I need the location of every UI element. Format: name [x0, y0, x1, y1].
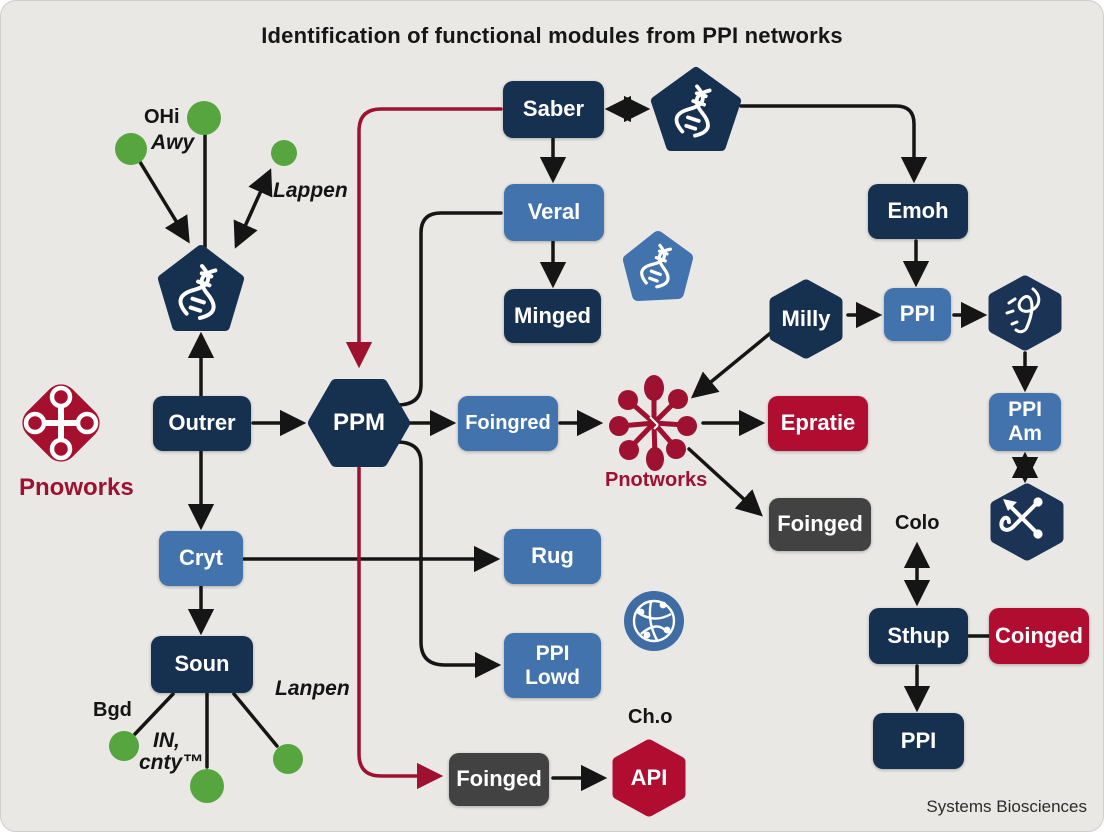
protein-dot-6 — [273, 744, 303, 774]
node-saber: Saber — [503, 81, 604, 138]
ppm-hexagon-shape — [308, 379, 410, 467]
node-foingred: Foingred — [458, 396, 558, 451]
protein-dot-5 — [190, 769, 224, 803]
protein-dot-1 — [115, 133, 147, 165]
crossarrows-hexagon-shape — [990, 483, 1064, 561]
label-cnty: cnty™ — [139, 751, 204, 774]
edge-circle1-pentagon — [138, 160, 190, 244]
label-cho: Ch.o — [628, 706, 673, 728]
edge-ppm-ppilowd — [395, 440, 502, 679]
edge-pentagon-circle3 — [233, 168, 273, 249]
edge-ppm-foinged-red — [357, 466, 444, 790]
label-ohi: OHi — [144, 106, 180, 128]
node-minged: Minged — [504, 289, 601, 343]
dna-pentagon2-shape — [651, 67, 741, 151]
protein-dot-2 — [187, 101, 221, 135]
node-emoh: Emoh — [868, 184, 968, 239]
node-ppi-am: PPI Am — [989, 393, 1061, 451]
label-lanpen: Lanpen — [275, 677, 350, 700]
cross-arrows-icon — [999, 501, 1039, 535]
ribbon-squiggle-icon — [1005, 287, 1041, 334]
node-ppi-bottom: PPI — [873, 713, 964, 769]
protein-dot-4 — [109, 731, 139, 761]
edge-soun-circle4 — [133, 692, 175, 736]
edge-soun-circle6 — [232, 692, 279, 748]
node-outrer: Outrer — [153, 396, 251, 451]
milly-hexagon-shape — [769, 279, 843, 359]
node-ppi-lowd: PPI Lowd — [504, 633, 601, 698]
edge-pentagon2-emoh — [739, 104, 928, 184]
label-pnotworks: Pnotworks — [605, 469, 708, 491]
dna-pentagon-shape — [158, 245, 244, 331]
footer-credit: Systems Biosciences — [926, 797, 1087, 816]
network-globe-icon — [624, 591, 684, 651]
node-sthup: Sthup — [869, 608, 968, 664]
molecule-cluster-icon — [23, 385, 99, 461]
pnoworks-logo — [22, 384, 100, 462]
pnotworks-cluster-icon — [609, 375, 697, 471]
node-cryt: Cryt — [159, 531, 243, 586]
label-in: IN, — [153, 729, 180, 752]
edge-ppm-veral — [395, 211, 503, 407]
label-awy: Awy — [151, 131, 195, 154]
diagram-title: Identification of functional modules fro… — [261, 23, 843, 48]
node-foinged-bottom: Foinged — [449, 753, 549, 806]
label-bgd: Bgd — [93, 699, 132, 721]
label-lappen: Lappen — [273, 179, 348, 202]
edge-pnotworks-foinged — [687, 447, 763, 517]
edge-saber-ppm-red — [345, 107, 503, 369]
node-foinged: Foinged — [769, 498, 871, 551]
squiggle-hexagon-shape — [988, 275, 1062, 351]
node-coinged: Coinged — [989, 608, 1089, 664]
label-pnoworks: Pnoworks — [19, 474, 134, 501]
label-colo: Colo — [895, 512, 940, 534]
node-veral: Veral — [504, 184, 604, 241]
node-rug: Rug — [504, 529, 601, 584]
edge-milly-pnotworks — [690, 329, 775, 399]
node-ppi: PPI — [884, 288, 951, 341]
dna-blob-shape — [623, 231, 693, 301]
node-soun: Soun — [151, 636, 253, 693]
api-hexagon-shape — [612, 739, 686, 817]
protein-dot-3 — [271, 140, 297, 166]
node-epratie: Epratie — [768, 396, 868, 451]
